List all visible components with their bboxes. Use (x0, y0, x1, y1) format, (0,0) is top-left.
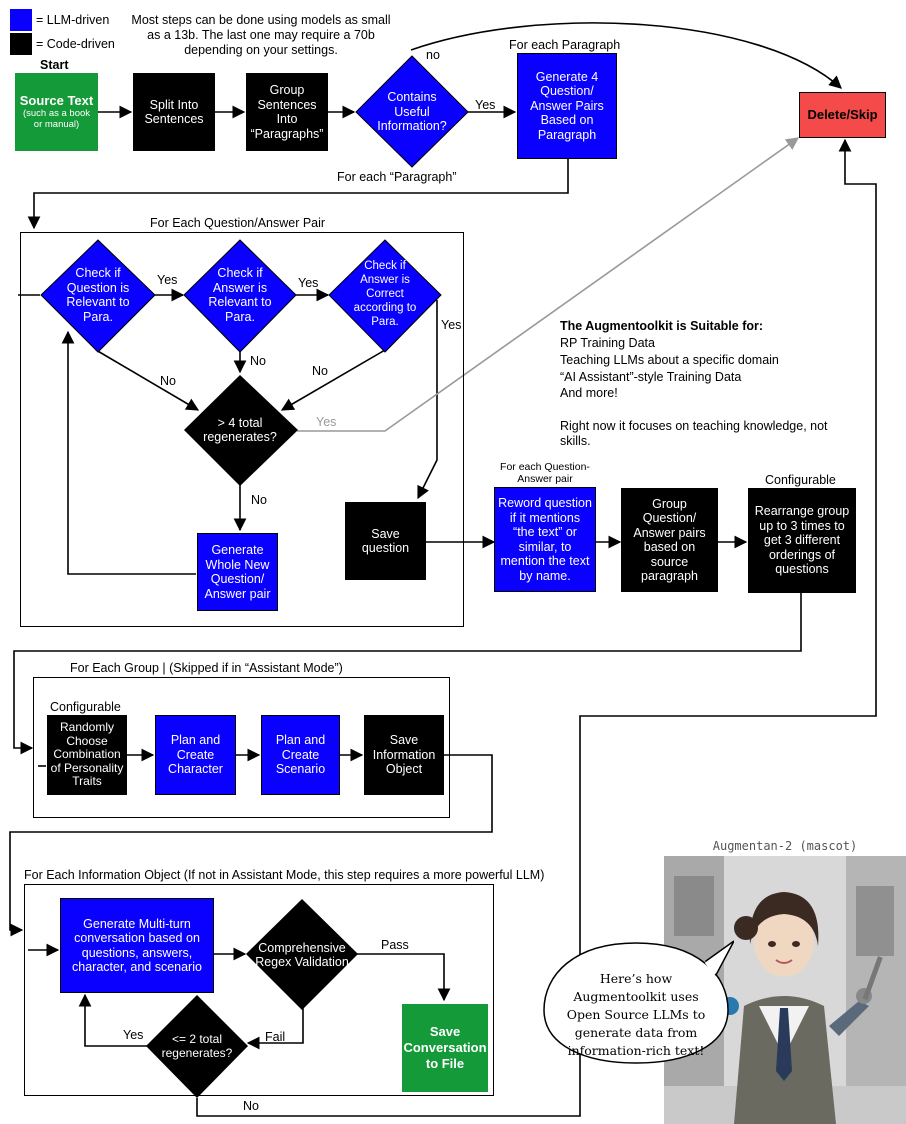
rearrange-group-box: Rearrange group up to 3 times to get 3 d… (748, 488, 856, 593)
legend-llm-swatch (10, 9, 32, 31)
for-each-paragraph-top: For each Paragraph (509, 38, 621, 52)
mascot-title: Augmentan-2 (mascot) (712, 839, 858, 853)
info-object-frame (24, 884, 494, 1096)
qa-pair-frame-title: For Each Question/Answer Pair (150, 216, 326, 230)
question-relevant-text: Check if Question is Relevant to Para. (66, 266, 130, 324)
regenerates-2-no-label: No (243, 1099, 259, 1113)
a-correct-yes-label: Yes (441, 318, 462, 332)
q-relevant-yes-label: Yes (157, 273, 178, 287)
random-traits-box: Randomly Choose Combination of Personali… (47, 715, 127, 795)
reword-title: For each Question-Answer pair (500, 461, 590, 485)
random-configurable-label: Configurable (50, 700, 121, 714)
regenerates-2-diamond (146, 995, 248, 1098)
regex-diamond (246, 899, 358, 1010)
legend-llm-label: = LLM-driven (36, 13, 110, 27)
regex-fail-label: Fail (265, 1030, 286, 1044)
group-frame (33, 677, 450, 818)
group-pairs-box: Group Question/ Answer pairs based on so… (621, 488, 718, 592)
multiturn-box: Generate Multi-turn conversation based o… (60, 898, 214, 993)
reword-question-box: Reword question if it mentions “the text… (494, 487, 596, 592)
source-text-box: Source Text (such as a book or manual) (15, 73, 98, 151)
suitable-item-2: Teaching LLMs about a specific domain (560, 353, 779, 367)
a-relevant-yes-label: Yes (298, 276, 319, 290)
a-correct-no-label: No (312, 364, 328, 378)
regenerates-4-diamond (184, 375, 298, 486)
create-character-box: Plan and Create Character (155, 715, 236, 795)
contains-useful-diamond (355, 55, 469, 168)
contains-useful-text: Contains Useful Information? (377, 90, 447, 134)
answer-relevant-text: Check if Answer is Relevant to Para. (208, 266, 272, 324)
start-label: Start (40, 58, 69, 72)
suitable-title: The Augmentoolkit is Suitable for: (560, 319, 764, 333)
suitable-focus: Right now it focuses on teaching knowled… (560, 419, 828, 448)
source-text-sub: (such as a book or manual) (22, 108, 91, 131)
regex-pass-label: Pass (381, 938, 409, 952)
contains-no-label: no (426, 48, 440, 62)
info-object-frame-title: For Each Information Object (If not in A… (24, 868, 545, 882)
question-relevant-diamond (40, 239, 156, 353)
create-scenario-box: Plan and Create Scenario (261, 715, 340, 795)
speech-bubble (543, 940, 734, 1064)
regenerates-4-text: > 4 total regenerates? (203, 415, 277, 445)
regex-text: Comprehensive Regex Validation (255, 940, 349, 970)
group-frame-title: For Each Group | (Skipped if in “Assista… (70, 661, 343, 675)
save-question-box: Save question (345, 502, 426, 580)
a-relevant-no-label: No (250, 354, 266, 368)
for-each-paragraph-bottom: For each “Paragraph” (337, 170, 457, 184)
regenerates-4-no-label: No (251, 493, 267, 507)
qa-pair-frame (20, 232, 464, 627)
split-sentences-box: Split Into Sentences (133, 73, 215, 151)
save-conversation-box: Save Conversation to File (402, 1004, 488, 1092)
model-size-note: Most steps can be done using models as s… (131, 13, 391, 57)
speech-bubble-text: Here’s how Augmentoolkit uses Open Sourc… (566, 971, 706, 1058)
rearrange-configurable-label: Configurable (765, 473, 836, 487)
regenerates-2-text: <= 2 total regenerates? (161, 1031, 233, 1061)
contains-yes-label: Yes (475, 98, 496, 112)
regenerates-4-yes-label: Yes (316, 415, 337, 429)
answer-relevant-diamond (183, 239, 297, 353)
suitable-item-1: RP Training Data (560, 336, 655, 350)
regenerates-2-yes-label: Yes (123, 1028, 144, 1042)
answer-correct-diamond (328, 239, 442, 353)
suitable-item-3: “AI Assistant”-style Training Data (560, 370, 742, 384)
answer-correct-text: Check if Answer is Correct according to … (353, 260, 417, 328)
suitable-item-4: And more! (560, 386, 618, 400)
generate-qa-box: Generate 4 Question/ Answer Pairs Based … (517, 53, 617, 159)
legend-code-swatch (10, 33, 32, 55)
group-sentences-box: Group Sentences Into “Paragraphs” (246, 73, 328, 151)
save-info-object-box: Save Information Object (364, 715, 444, 795)
legend-code-label: = Code-driven (36, 37, 115, 51)
q-relevant-no-label: No (160, 374, 176, 388)
delete-skip-box: Delete/Skip (799, 92, 886, 138)
source-text-title: Source Text (19, 92, 94, 108)
generate-new-qa-box: Generate Whole New Question/ Answer pair (197, 533, 278, 611)
